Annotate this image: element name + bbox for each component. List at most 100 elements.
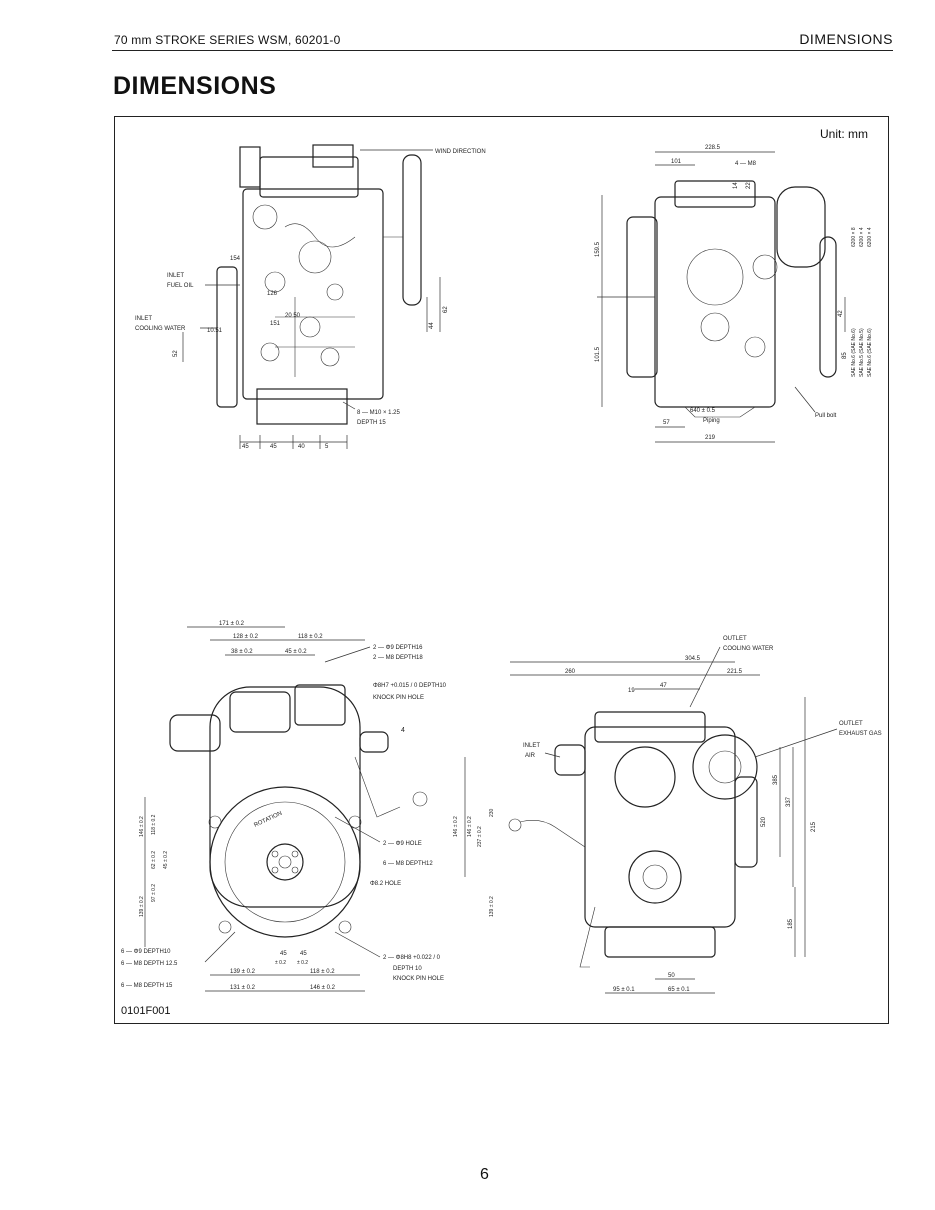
fan-pulley-inner: [708, 750, 742, 784]
dimensions-figure: Unit: mm WIND DIRECTION INLET FUEL OIL: [114, 116, 889, 1024]
label-fuel-oil: FUEL OIL: [167, 283, 194, 289]
view-top-left: WIND DIRECTION INLET FUEL OIL INLET COOL…: [135, 144, 486, 450]
dim-171: 171 ± 0.2: [219, 621, 245, 627]
air-inlet-side-2: [554, 744, 586, 776]
dim-118: 118 ± 0.2: [298, 634, 323, 640]
label-rotation: ROTATION: [253, 811, 283, 829]
dim-62: 62: [443, 306, 449, 313]
dim-62-l: 62 ± 0.2: [151, 851, 157, 869]
dim-14: 14: [733, 182, 739, 189]
port-circle-3: [299, 316, 321, 338]
flywheel-side: [216, 266, 238, 408]
dipstick-rear: [354, 756, 401, 818]
hub-hole-2: [291, 850, 299, 858]
engine-block-front: [654, 196, 776, 408]
gear-cover-circle: [614, 746, 676, 808]
fan-pulley-circle: [692, 734, 758, 800]
dim-146-l: 146 ± 0.2: [139, 816, 145, 837]
label-exhaust-gas: EXHAUST GAS: [839, 731, 882, 737]
dim-385: 385: [773, 774, 779, 785]
flange-note-6: 6200 × 4: [867, 227, 873, 247]
label-d8-2-hole: Φ8.2 HOLE: [370, 881, 401, 887]
housing-hole-4: [338, 920, 352, 934]
view-bottom-left: ROTATION 171 ± 0.2 128 ± 0.2 118 ± 0.2 3…: [121, 621, 495, 992]
label-2-d9-depth16: 2 — Φ9 DEPTH16: [373, 645, 423, 651]
view-bottom-right: 304.5 260 221.5 19 47 OUTLET COOLING WAT…: [508, 636, 882, 994]
dim-237: 237 ± 0.2: [477, 826, 483, 847]
dim-185: 185: [788, 918, 794, 929]
dim-520: 215: [811, 821, 817, 832]
filter-circle: [744, 336, 766, 358]
flywheel-circle: [209, 786, 361, 938]
dim-221-5: 221.5: [727, 669, 743, 675]
crank-pulley-side-2: [628, 850, 682, 904]
unit-label: Unit: mm: [820, 127, 868, 141]
dim-215: 520: [761, 816, 767, 827]
flange-note-3: SAE No.6 (SAE No.6): [867, 328, 873, 377]
leader-2-d9-hole: [334, 816, 381, 843]
thermostat-housing: [312, 144, 354, 168]
port-circle-4: [260, 342, 280, 362]
label-6-m8-depth12: 6 — M8 DEPTH12: [383, 861, 433, 867]
crank-pulley-circle: [700, 312, 730, 342]
dim-5: 10.51: [207, 328, 223, 334]
dim-131: 131 ± 0.2: [230, 985, 256, 991]
label-outlet-water: OUTLET: [723, 636, 747, 642]
dim-pm-1: ± 0.2: [275, 960, 286, 966]
figure-id: 0101F001: [121, 1005, 171, 1017]
dim-19: 19: [628, 688, 635, 694]
port-circle-2: [326, 283, 344, 301]
outlet-rear: [359, 731, 389, 753]
dim-101-5: 101.5: [595, 346, 601, 362]
dim-22: 22: [746, 182, 752, 189]
dipstick-ring: [412, 791, 428, 807]
label-knock-pin-1: KNOCK PIN HOLE: [373, 695, 424, 701]
leader-d16: [324, 646, 371, 663]
label-6-m8-depth15: 6 — M8 DEPTH 15: [121, 983, 173, 989]
gear-circle: [298, 240, 332, 274]
dim-45-b1: 45: [280, 951, 287, 957]
turbo-rear: [169, 714, 221, 752]
pull-bolt-leader: [794, 386, 816, 413]
label-cooling-water: COOLING WATER: [135, 326, 186, 332]
label-knock-pin-2: KNOCK PIN HOLE: [393, 976, 444, 982]
dim-47: 47: [660, 683, 667, 689]
hub-hole-4: [291, 866, 299, 874]
dim-44: 44: [429, 322, 435, 329]
dim-219: 219: [705, 435, 716, 441]
label-air: AIR: [525, 753, 536, 759]
page-title: DIMENSIONS: [113, 72, 277, 100]
radiator-side-2: [734, 776, 758, 868]
label-depth15: DEPTH 15: [357, 420, 386, 426]
label-m10: 8 — M10 × 1.25: [357, 410, 401, 416]
dim-101: 101: [671, 159, 682, 165]
dim-10-51: 45: [242, 444, 249, 450]
cylinder-head-side: [259, 156, 359, 198]
dim-20-50: 20 50: [285, 313, 301, 319]
leader-outlet-water: [689, 646, 721, 708]
leader-exhaust: [754, 728, 838, 758]
view-top-right: 228.5 101 4 — M8 22 14 159.5 101.5 42 85…: [595, 145, 873, 443]
header-section-text: DIMENSIONS: [799, 31, 893, 47]
pump-circle: [752, 254, 778, 280]
dim-45-b: 40: [298, 444, 305, 450]
port-circle-5: [320, 347, 340, 367]
dipstick-side-2: [519, 820, 586, 848]
dim-pm-2: ± 0.2: [297, 960, 308, 966]
flange-note-2: SAE No.5 (SAE No.5): [859, 328, 865, 377]
label-cooling-water-out: COOLING WATER: [723, 646, 774, 652]
dim-95: 95 ± 0.1: [613, 987, 635, 993]
dim-65: 65 ± 0.1: [668, 987, 690, 993]
flange-note-4: 6200 × 8: [851, 227, 857, 247]
dim-146-b: 146 ± 0.2: [310, 985, 336, 991]
oil-pan-front: [684, 406, 756, 418]
pulley-circle: [252, 204, 278, 230]
label-wind-direction: WIND DIRECTION: [435, 149, 486, 155]
label-pull-bolt: Pull bolt: [815, 413, 837, 419]
label-6-d9-depth10: 6 — Φ9 DEPTH10: [121, 949, 171, 955]
dim-45-a: 45: [270, 444, 277, 450]
label-2-d8h8: 2 — Φ8H8 +0.022 / 0: [383, 955, 441, 961]
timing-cover-circle: [686, 248, 744, 306]
block-ribs: [275, 297, 355, 377]
hub-hole-3: [271, 866, 279, 874]
